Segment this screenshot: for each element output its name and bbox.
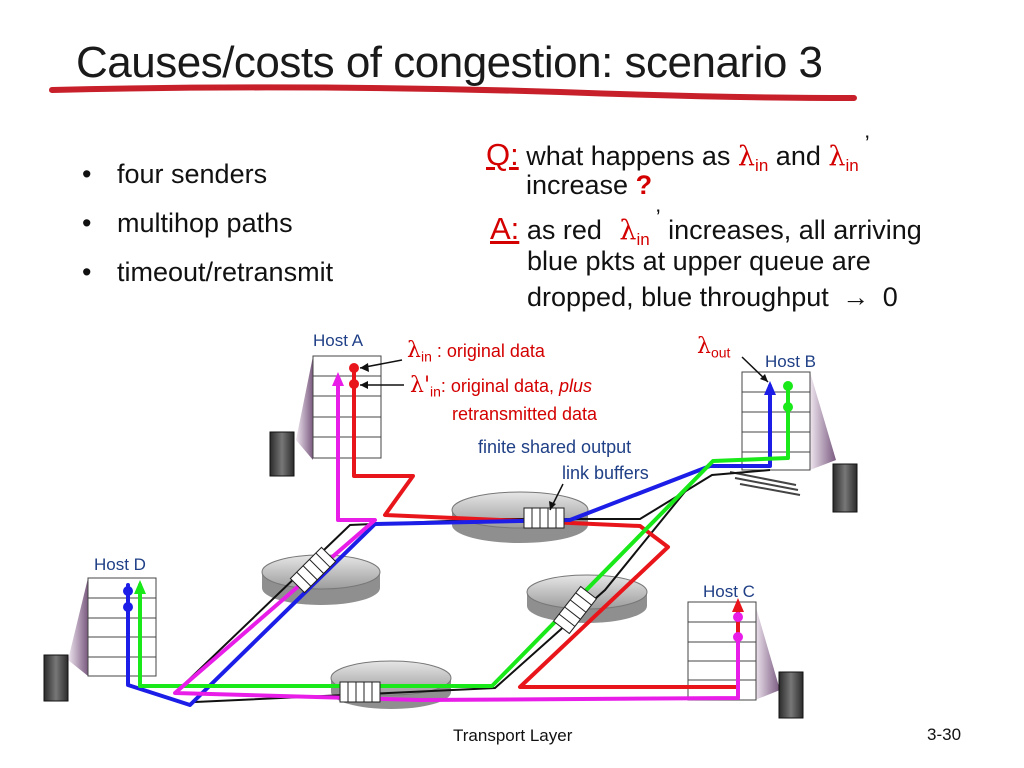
lambda-symbol: λ: [619, 215, 637, 246]
arrow-icon: →: [842, 282, 870, 312]
question-label: Q:: [486, 137, 519, 172]
lambda-out-sub: out: [710, 344, 731, 361]
buffer-top: [523, 507, 565, 529]
red-flow-path: [352, 366, 740, 689]
lambda-in-symbol: λ: [407, 338, 421, 363]
answer-zero: 0: [882, 282, 898, 312]
magenta-flow-path: [173, 378, 740, 702]
bullet-item: multihop paths: [82, 199, 333, 248]
answer-label: A:: [490, 211, 520, 246]
question-mark: ?: [635, 170, 653, 200]
answer-line-1: A: as red λin ’ increases, all arriving: [490, 205, 922, 250]
lambda-symbol: λ: [828, 141, 846, 172]
page-number: 3-30: [927, 725, 962, 744]
lambda-out-label: λout: [697, 334, 730, 361]
annotation-arrowheads: [360, 363, 768, 510]
question-line-1: Q: what happens as λin and λin’: [486, 131, 870, 176]
answer-text-2: increases, all arriving: [668, 215, 922, 245]
lambda-in-label: λin : original data: [407, 338, 545, 365]
question-line-2: increase ?: [526, 170, 652, 201]
buffer-bottom: [339, 681, 381, 703]
question-text: what happens as: [526, 141, 731, 171]
answer-line-3-text: dropped, blue throughput: [527, 282, 829, 312]
host-d-label: Host D: [94, 555, 146, 574]
buffers-label-line-2: link buffers: [562, 463, 649, 483]
bullet-list: four senders multihop paths timeout/retr…: [82, 150, 333, 297]
host-b-label: Host B: [765, 352, 817, 371]
footer-center-text: Transport Layer: [453, 726, 573, 745]
buffer-left: [289, 546, 337, 594]
lambda-in-text: : original data: [436, 341, 545, 361]
lambda-prime-text: : original data,: [440, 376, 554, 396]
lambda-out-symbol: λ: [697, 334, 711, 359]
host-d-computer: [43, 577, 157, 702]
buffer-right: [552, 585, 598, 635]
lambda-subscript: in: [755, 156, 769, 175]
bullet-item: timeout/retransmit: [82, 248, 333, 297]
lambda-subscript: in: [636, 230, 650, 249]
slide-title: Causes/costs of congestion: scenario 3: [76, 38, 823, 87]
answer-line-2: blue pkts at upper queue are: [527, 246, 871, 276]
answer-line-3: dropped, blue throughput → 0: [527, 282, 898, 313]
host-c-label: Host C: [703, 582, 755, 601]
lambda-prime-sub: in: [430, 383, 441, 400]
answer-text: as red: [526, 215, 602, 245]
flow-arrowheads: [134, 372, 776, 612]
retransmitted-label: retransmitted data: [452, 404, 598, 424]
host-a-computer: [269, 355, 382, 477]
title-underline: [49, 84, 857, 101]
lambda-subscript: in: [845, 156, 859, 175]
host-c-computer: [687, 601, 804, 719]
host-b-computer: [729, 371, 858, 513]
buffers-label-line-1: finite shared output: [478, 437, 632, 457]
flow-endpoints: [123, 363, 793, 642]
blue-flow-path: [126, 384, 772, 707]
lambda-symbol: λ: [737, 141, 756, 172]
green-flow-path: [138, 384, 790, 688]
prime-mark: ’: [655, 205, 661, 230]
host-a-label: Host A: [313, 331, 364, 350]
lambda-prime-symbol: λ': [410, 373, 430, 398]
lambda-prime-label: λ'in: original data, plus: [410, 373, 592, 400]
question-and: and: [775, 141, 821, 171]
plus-text: plus: [559, 376, 593, 396]
lambda-in-sub: in: [420, 348, 432, 365]
prime-mark: ’: [864, 131, 870, 156]
question-increase: increase: [526, 170, 629, 200]
bullet-item: four senders: [82, 150, 333, 199]
